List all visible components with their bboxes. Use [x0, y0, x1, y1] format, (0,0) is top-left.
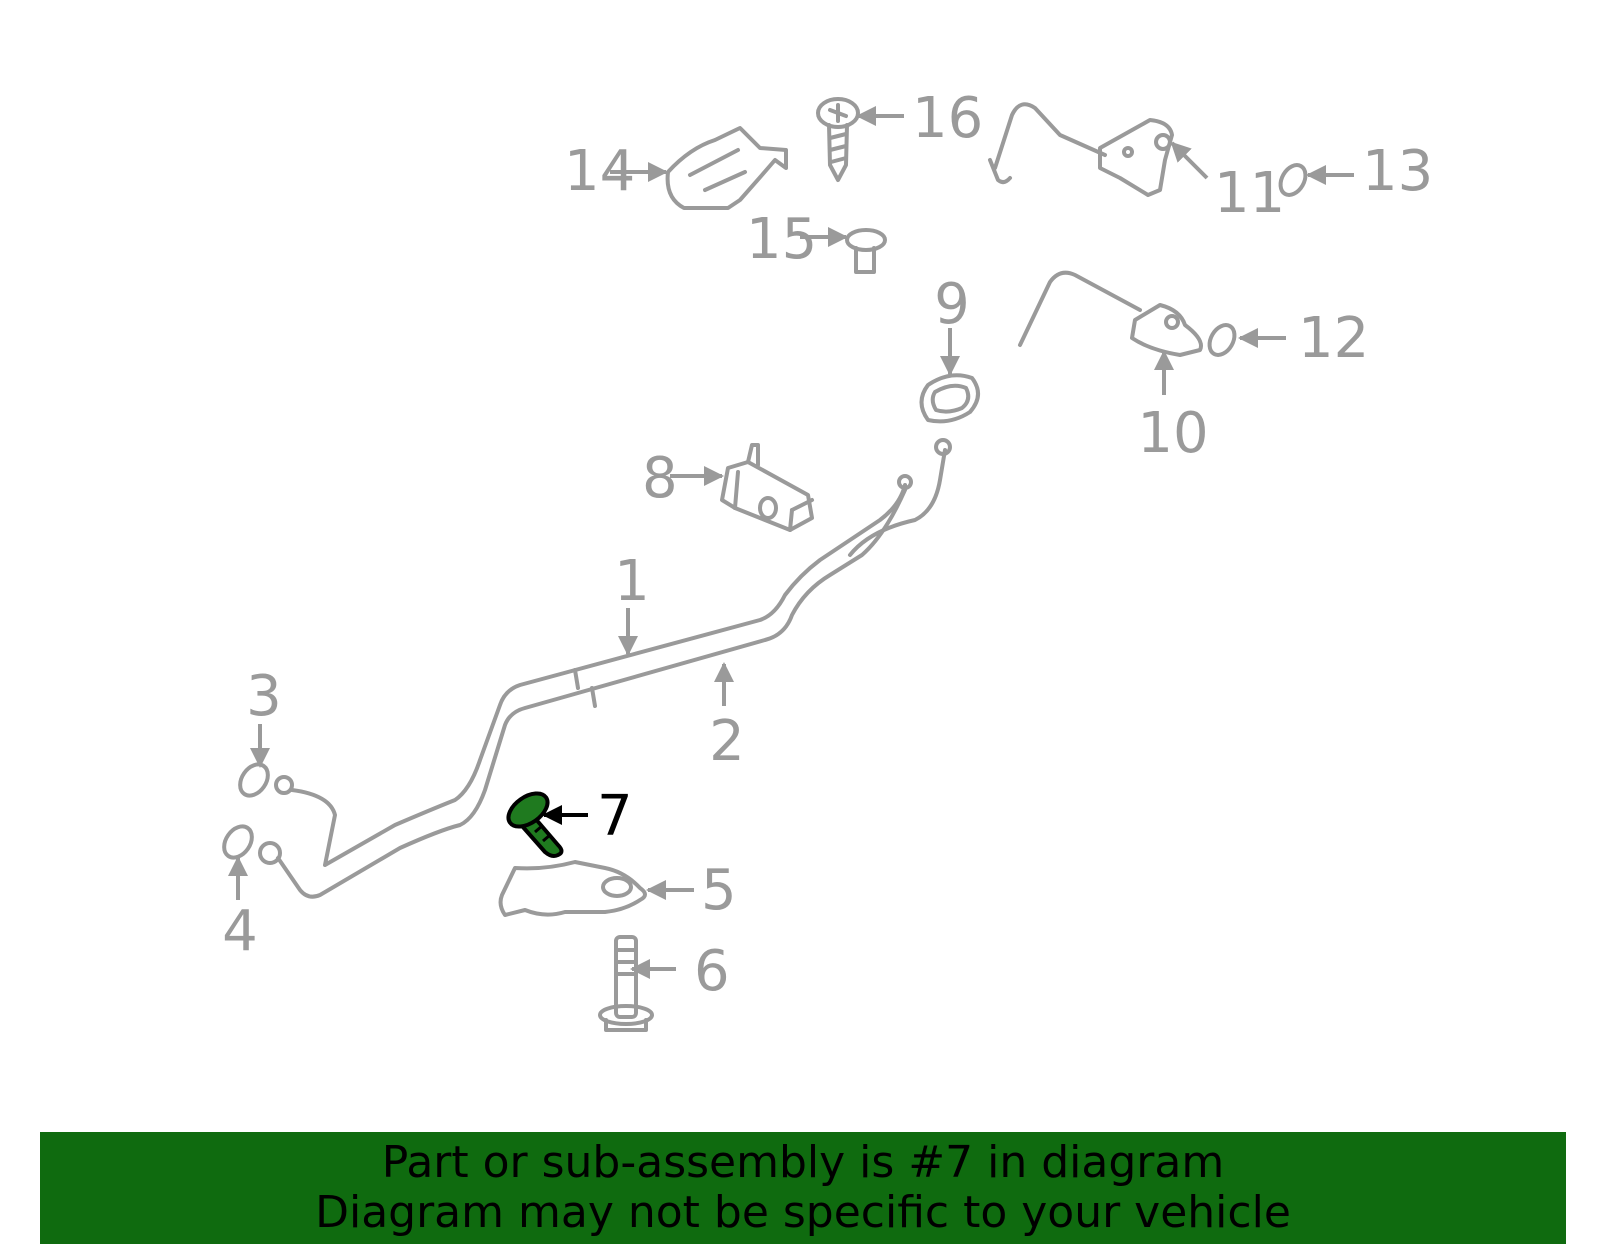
callout-1: 1 [614, 549, 650, 614]
callout-8: 8 [642, 446, 678, 511]
callout-4: 4 [222, 899, 258, 964]
callout-13: 13 [1362, 139, 1433, 204]
callout-6: 6 [694, 939, 730, 1004]
clip-part-8 [720, 443, 814, 532]
callout-11: 11 [1214, 161, 1285, 226]
callout-2: 2 [709, 709, 745, 774]
screw-part-7-highlighted [506, 791, 564, 858]
pipe-part-11 [988, 102, 1174, 197]
callout-7: 7 [597, 784, 633, 849]
push-pin-part-15 [845, 228, 887, 274]
callout-16: 16 [912, 86, 983, 151]
callout-12: 12 [1298, 306, 1369, 371]
callout-arrows [228, 106, 1354, 979]
callout-5: 5 [701, 858, 737, 923]
o-ring-part-3 [238, 762, 270, 798]
callout-14: 14 [564, 139, 635, 204]
banner-line-disclaimer: Diagram may not be specific to your vehi… [315, 1187, 1291, 1238]
info-banner: Part or sub-assembly is #7 in diagram Di… [40, 1132, 1566, 1244]
banner-line-part-reference: Part or sub-assembly is #7 in diagram [381, 1137, 1225, 1188]
pipe-part-10 [1018, 270, 1203, 357]
o-ring-part-13 [1278, 163, 1308, 197]
callout-3: 3 [246, 664, 282, 729]
grommet-part-9 [919, 373, 980, 424]
callout-9: 9 [934, 272, 970, 337]
heat-shield-part-14 [665, 126, 788, 210]
callout-10: 10 [1137, 401, 1208, 466]
callout-15: 15 [746, 207, 817, 272]
o-ring-part-12 [1207, 323, 1237, 357]
bracket-part-5 [498, 860, 647, 917]
tube-assembly-parts-1-2 [258, 438, 952, 899]
bolt-part-6 [598, 935, 654, 1032]
o-ring-part-4 [222, 824, 254, 860]
screw-part-16 [816, 97, 860, 182]
